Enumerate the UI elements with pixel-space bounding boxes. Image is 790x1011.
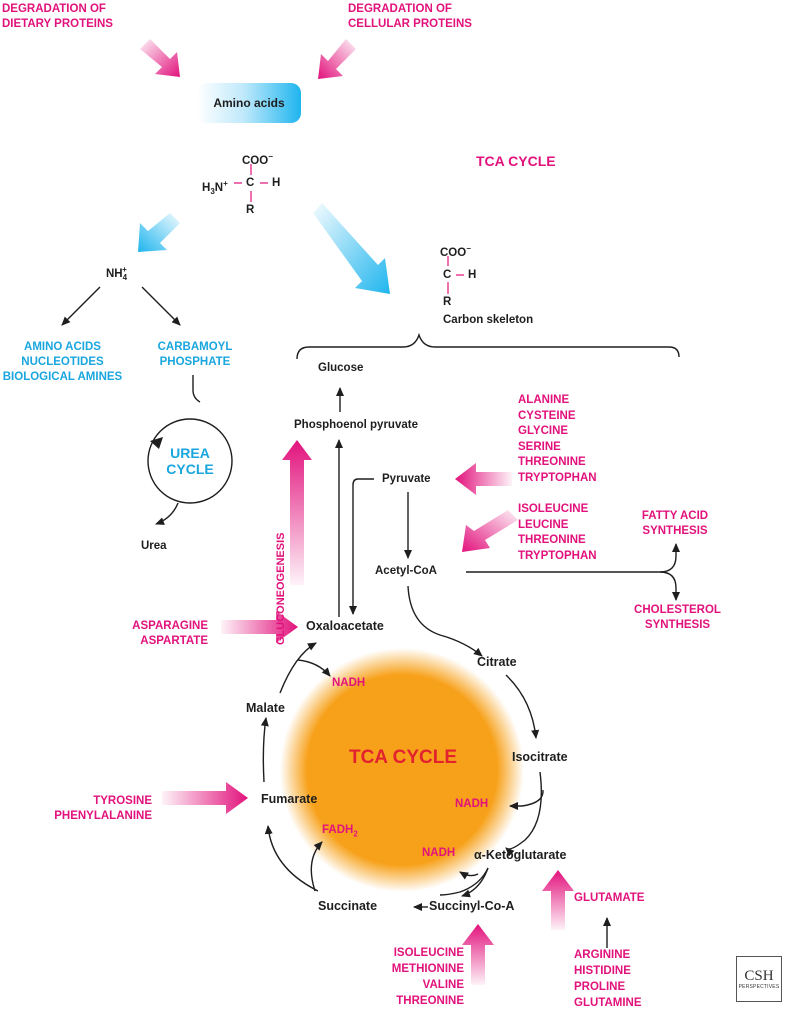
pyruvate-label: Pyruvate <box>382 473 431 485</box>
succinylcoa-input-arrow <box>462 924 494 985</box>
amino-amine-group: H3N+ <box>202 179 228 197</box>
amino-hydrogen: H <box>272 177 281 189</box>
isocitrate-label: Isocitrate <box>512 750 568 764</box>
amino-r-group: R <box>246 204 255 216</box>
nh4-cyan-arrow <box>138 213 180 252</box>
alphakg-input-arrow <box>542 870 574 930</box>
skeleton-r-group: R <box>443 296 452 308</box>
ammonium-label: NH4+ <box>106 265 128 283</box>
amino-carboxyl: COO− <box>242 152 273 167</box>
succinyl-coa-label: Succinyl-Co-A <box>429 899 515 913</box>
tca-cycle-center-label: TCA CYCLE <box>348 747 458 768</box>
urea-label: Urea <box>141 540 167 552</box>
gluconeogenesis-arrow <box>282 440 312 585</box>
carbon-skeleton-cyan-arrow <box>313 203 390 294</box>
glutamate-label: GLUTAMATE <box>574 892 645 904</box>
oxaloacetate-label: Oxaloacetate <box>306 619 384 633</box>
acetylcoa-input-arrow <box>462 510 518 552</box>
fadh2-label: FADH2 <box>322 824 358 839</box>
skeleton-carboxyl: COO− <box>440 244 471 259</box>
top-tca-title: TCA CYCLE <box>476 153 556 169</box>
malate-label: Malate <box>246 701 285 715</box>
pyruvate-input-arrow <box>455 463 512 495</box>
glucose-label: Glucose <box>318 362 364 374</box>
alpha-ketoglutarate-label: α-Ketoglutarate <box>474 848 567 862</box>
dietary-arrow <box>140 39 180 77</box>
fumarate-label: Fumarate <box>261 792 318 806</box>
tca-disk <box>280 648 524 892</box>
gluconeogenesis-label: GLUCONEOGENESIS <box>275 532 287 645</box>
csh-perspectives-logo: CSH PERSPECTIVES <box>736 956 782 1002</box>
cellular-arrow <box>318 39 356 79</box>
nadh-alpha-kg: NADH <box>422 847 456 859</box>
nadh-malate: NADH <box>332 677 366 689</box>
oxaloacetate-input-arrow <box>221 611 298 643</box>
fumarate-input-arrow <box>162 782 248 814</box>
succinate-label: Succinate <box>318 899 378 913</box>
amino-alpha-carbon: C <box>246 177 255 189</box>
acetyl-coa-label: Acetyl-CoA <box>375 565 437 577</box>
citrate-label: Citrate <box>477 655 517 669</box>
nadh-isocitrate: NADH <box>455 798 489 810</box>
skeleton-carbon: C <box>443 269 452 281</box>
amino-acids-box: Amino acids <box>197 83 301 123</box>
pep-label: Phosphoenol pyruvate <box>294 419 418 431</box>
skeleton-hydrogen: H <box>468 269 477 281</box>
carbon-skeleton-label: Carbon skeleton <box>443 314 534 326</box>
